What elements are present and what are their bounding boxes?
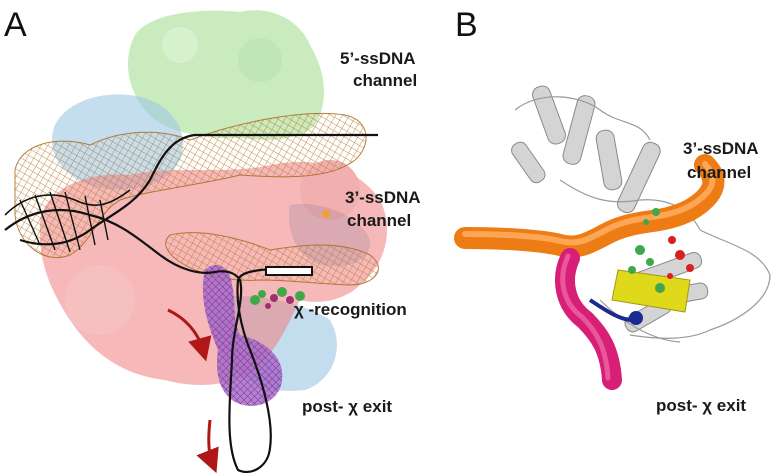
beta-sheet — [611, 269, 691, 313]
label-3prime-channel-line1: 3’-ssDNA — [345, 188, 421, 207]
protein-loops — [514, 96, 771, 343]
chi-recognition-residues — [250, 210, 330, 309]
exit-direction-arrows — [167, 308, 219, 474]
label-3prime-channel-line2: channel — [347, 211, 411, 230]
panel-a: A — [4, 6, 421, 474]
3prime-channel-tube — [454, 154, 725, 258]
label-5prime-channel-line1: 5’-ssDNA — [340, 49, 416, 68]
blue-residue — [629, 311, 643, 325]
dna-strand — [4, 133, 378, 474]
label-3prime-channel-b-line2: channel — [687, 163, 751, 182]
label-post-chi-exit-a: post- χ exit — [302, 397, 392, 416]
green-protein-domain — [127, 10, 325, 140]
label-post-chi-exit-b: post- χ exit — [656, 396, 746, 415]
label-3prime-channel-b-line1: 3’-ssDNA — [683, 139, 759, 158]
post-chi-exit-tube — [555, 248, 622, 390]
blue-strand — [588, 298, 633, 322]
panel-b: B — [454, 6, 771, 415]
label-5prime-channel-line2: channel — [353, 71, 417, 90]
chi-site-marker — [265, 266, 313, 276]
panel-a-letter: A — [4, 6, 27, 44]
post-chi-exit-blob — [202, 265, 283, 406]
label-chi-recognition: χ -recognition — [294, 300, 407, 319]
panel-b-letter: B — [455, 6, 478, 44]
residue-sticks — [628, 208, 694, 293]
